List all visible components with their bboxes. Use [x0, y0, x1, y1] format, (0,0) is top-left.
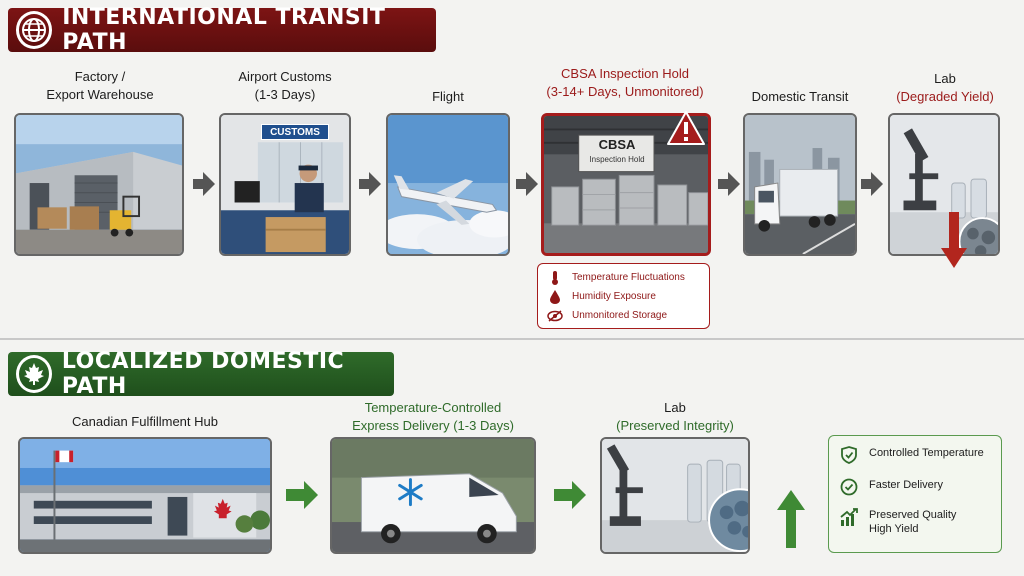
- arrow-right-icon: [286, 481, 318, 509]
- risk-item: Temperature Fluctuations: [546, 268, 701, 287]
- temperature-controlled-van-image: [330, 437, 536, 554]
- benefit-item: Faster Delivery: [839, 478, 991, 496]
- stage-label-domestic-transit: Domestic Transit: [751, 89, 849, 104]
- section-divider: [0, 338, 1024, 340]
- stage-label-fulfillment-hub: Canadian Fulfillment Hub: [72, 414, 218, 429]
- arrow-right-icon: [359, 172, 381, 196]
- risk-factors-box: Temperature Fluctuations Humidity Exposu…: [537, 263, 710, 329]
- thermometer-icon: [546, 270, 564, 285]
- decline-arrow-icon: [941, 212, 967, 270]
- cbsa-sign-subtitle: Inspection Hold: [589, 155, 645, 164]
- check-circle-icon: [839, 478, 859, 496]
- maple-leaf-icon: [16, 355, 52, 393]
- lab-degraded-image: [888, 113, 1000, 256]
- stage-label-lab-preserved: Lab(Preserved Integrity): [616, 400, 734, 433]
- domestic-path-banner: LOCALIZED DOMESTIC PATH: [8, 349, 394, 399]
- domestic-transit-truck-image: [743, 113, 857, 256]
- eye-slash-icon: [546, 309, 564, 323]
- warning-icon: [666, 110, 706, 146]
- cbsa-inspection-hold-image: [541, 113, 711, 256]
- international-path-title: INTERNATIONAL TRANSIT PATH: [62, 5, 386, 55]
- stage-label-cbsa-hold: CBSA Inspection Hold(3-14+ Days, Unmonit…: [546, 66, 704, 99]
- arrow-right-icon: [193, 172, 215, 196]
- risk-item: Humidity Exposure: [546, 287, 701, 306]
- flight-image: [386, 113, 510, 256]
- shield-check-icon: [839, 446, 859, 464]
- globe-icon: [16, 11, 53, 49]
- arrow-right-icon: [861, 172, 883, 196]
- stage-label-airport-customs: Airport Customs(1-3 Days): [238, 69, 332, 102]
- lab-preserved-image: [600, 437, 750, 554]
- international-path-banner: INTERNATIONAL TRANSIT PATH: [8, 5, 436, 55]
- water-drop-icon: [546, 289, 564, 304]
- factory-warehouse-image: [14, 113, 184, 256]
- risk-item: Unmonitored Storage: [546, 306, 701, 325]
- stage-label-lab-degraded: Lab(Degraded Yield): [896, 71, 994, 104]
- cbsa-sign: CBSA: [598, 137, 636, 152]
- domestic-path-title: LOCALIZED DOMESTIC PATH: [61, 349, 345, 399]
- benefit-item: Controlled Temperature: [839, 446, 991, 464]
- customs-sign: CUSTOMS: [261, 124, 329, 140]
- arrow-right-icon: [718, 172, 740, 196]
- arrow-right-icon: [554, 481, 586, 509]
- benefits-box: Controlled Temperature Faster Delivery P…: [828, 435, 1002, 553]
- arrow-right-icon: [516, 172, 538, 196]
- canadian-fulfillment-hub-image: [18, 437, 272, 554]
- stage-label-factory: Factory /Export Warehouse: [46, 69, 154, 102]
- increase-arrow-icon: [777, 490, 805, 548]
- stage-label-flight: Flight: [432, 89, 464, 104]
- growth-chart-icon: [839, 508, 859, 526]
